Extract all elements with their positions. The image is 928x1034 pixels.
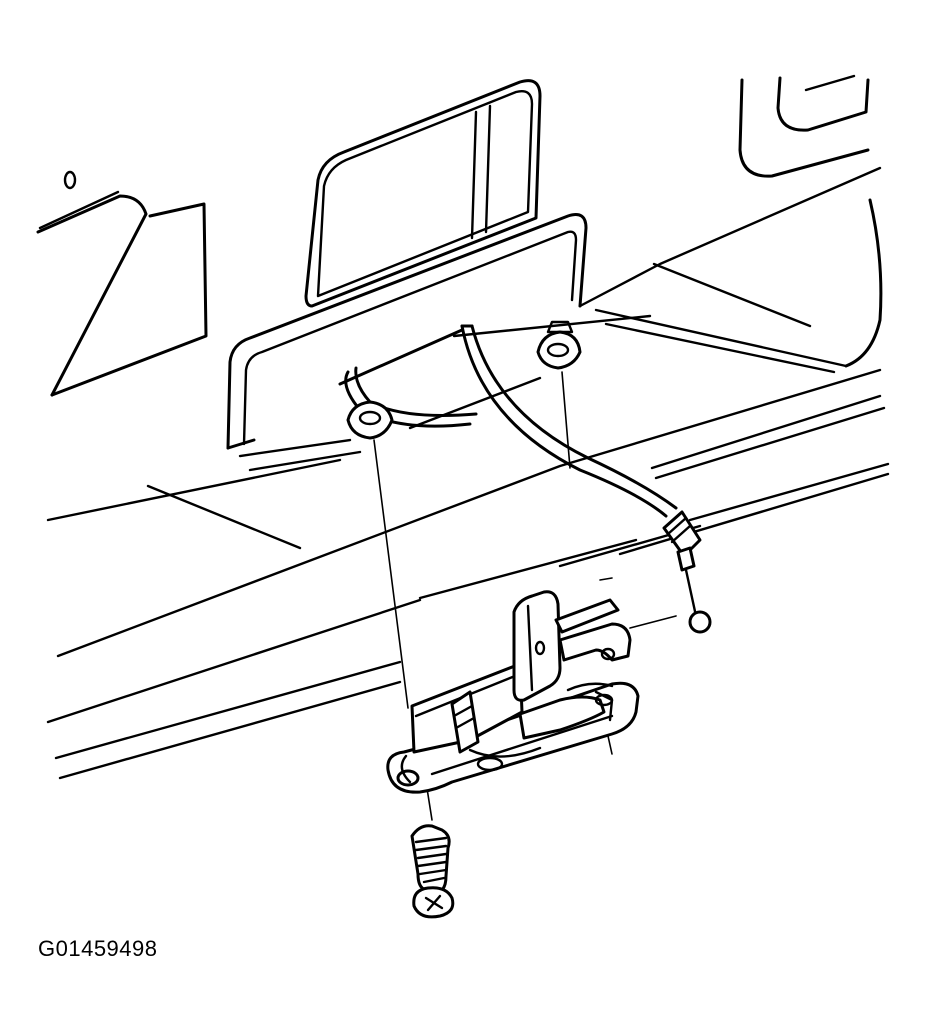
- latch-bolt-hole: [396, 769, 420, 787]
- latch-assembly: [386, 590, 640, 794]
- cable-ball-end: [688, 610, 712, 634]
- retaining-bolt: [410, 824, 455, 919]
- left-panel-outline: [36, 170, 208, 397]
- mount-nut-right: [536, 320, 582, 370]
- cable-end-fitting: [662, 510, 712, 634]
- figure-id-label: G01459498: [38, 936, 158, 961]
- rear-window-glass: [304, 79, 542, 308]
- license-plate-pocket: [226, 213, 588, 450]
- mount-nut-left: [346, 400, 394, 440]
- fascia-body-lines: [46, 166, 890, 780]
- small-hole: [63, 170, 77, 190]
- corner-trim: [738, 74, 870, 178]
